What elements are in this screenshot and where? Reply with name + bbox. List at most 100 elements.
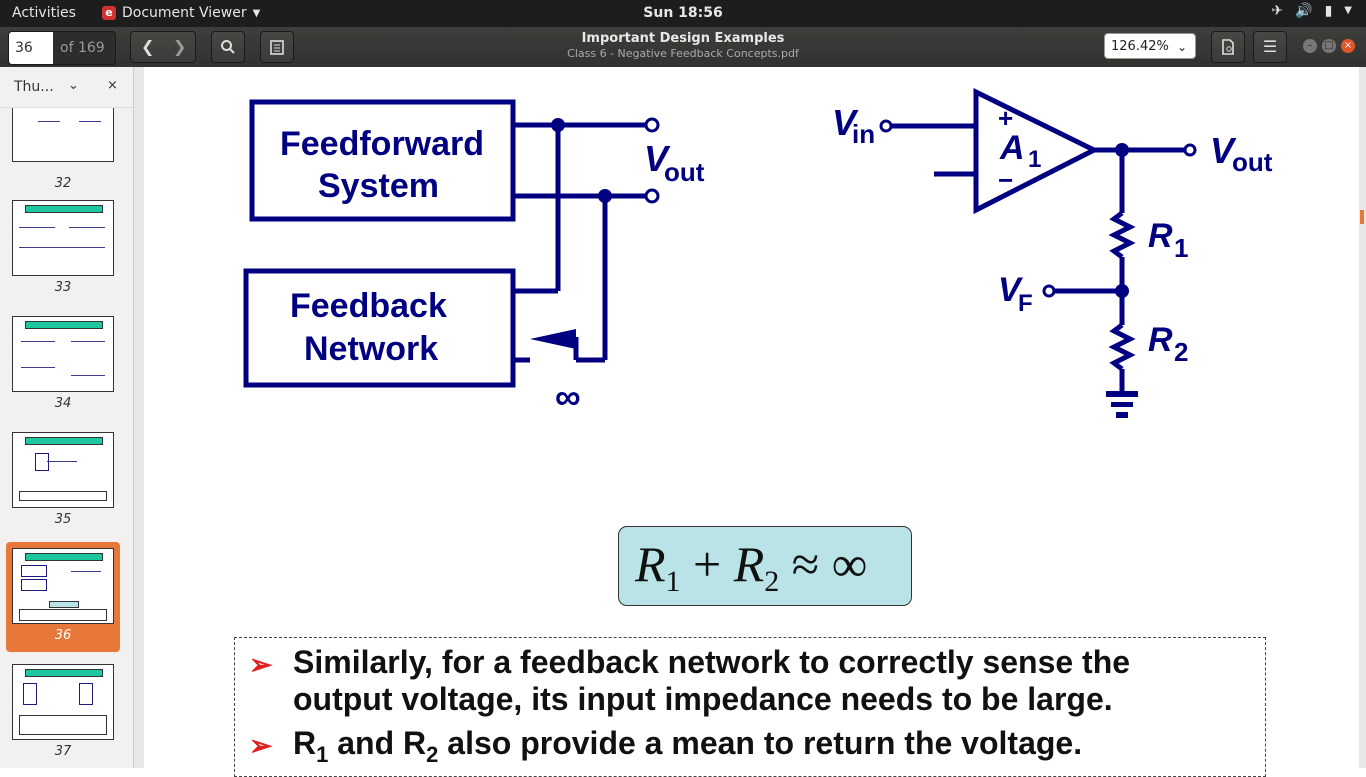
vout-sub-left: out	[664, 157, 705, 187]
bullet-arrow-icon: ➢	[249, 730, 273, 761]
page-thumbnail-selected[interactable]: 36	[6, 542, 120, 652]
formula-r1-sub: 1	[665, 565, 681, 598]
page-count: of 169	[60, 40, 105, 56]
amp-sub: 1	[1028, 146, 1041, 173]
document-title-area: Important Design Examples Class 6 - Nega…	[483, 31, 883, 60]
scrollbar-indicator[interactable]	[1360, 210, 1364, 224]
formula-approx: ≈ ∞	[791, 536, 868, 592]
resistor-r1	[1108, 211, 1136, 259]
bullet-2-rest: also provide a mean to return the voltag…	[447, 725, 1083, 761]
r1-sub: 1	[1174, 233, 1188, 263]
chevron-down-icon[interactable]: ⌄	[68, 78, 79, 93]
thumbnail-image	[12, 548, 114, 624]
system-menu-caret-icon[interactable]: ▼	[1344, 5, 1352, 16]
sidebar-header: Thu... ⌄ ×	[0, 67, 133, 108]
app-menu-label: Document Viewer	[122, 5, 247, 21]
bullet-2-r1: R	[293, 725, 317, 761]
sidebar-view-selector[interactable]: Thu...	[14, 79, 54, 95]
vin-sub: in	[852, 119, 875, 149]
thumbnail-page-number: 36	[54, 628, 72, 643]
junction-dot	[1115, 284, 1129, 298]
search-icon	[221, 40, 235, 54]
annotations-button[interactable]	[260, 31, 294, 63]
airplane-icon[interactable]: ✈	[1271, 3, 1284, 19]
battery-icon[interactable]: ▮	[1324, 3, 1333, 19]
junction-dot	[1115, 143, 1129, 157]
page-number-input[interactable]: 36	[9, 32, 53, 64]
zoom-value: 126.42%	[1111, 39, 1169, 54]
bullet-arrow-icon: ➢	[249, 649, 273, 680]
thumbnail-image	[12, 432, 114, 508]
amp-label: A	[999, 129, 1025, 167]
next-page-icon[interactable]: ❯	[173, 37, 187, 56]
page-selector[interactable]: 36 of 169	[8, 31, 116, 65]
formula-r2-sub: 2	[764, 565, 780, 598]
vout-sub-right: out	[1232, 147, 1273, 177]
minus-sign: −	[998, 165, 1013, 195]
minimize-window-icon[interactable]: –	[1303, 39, 1317, 53]
output-terminal-icon	[644, 117, 660, 133]
resistor-r2	[1108, 323, 1136, 371]
header-bar: 36 of 169 ❮ ❯ Important Design Examples …	[0, 27, 1366, 68]
volume-icon[interactable]: 🔊	[1295, 3, 1313, 19]
zoom-chevron-down-icon: ⌄	[1176, 40, 1187, 54]
vf-label: V	[998, 271, 1024, 309]
main-menu-button[interactable]: ☰	[1253, 31, 1287, 63]
page-thumbnail[interactable]: 33	[6, 194, 120, 304]
thumbnail-page-number: 32	[54, 176, 72, 191]
thumbnail-page-number: 37	[54, 744, 72, 759]
r1-label: R	[1148, 217, 1173, 255]
bullet-2-and: and R	[337, 725, 427, 761]
page-nav-group: ❮ ❯	[130, 31, 196, 63]
probe-arrow-icon	[530, 329, 576, 349]
vout-label-right: V	[1210, 130, 1237, 171]
fb-label-line2: Network	[304, 330, 438, 368]
vout-label-left: V	[644, 138, 671, 179]
close-sidebar-icon[interactable]: ×	[107, 78, 118, 93]
formula-box: R1 + R2 ≈ ∞	[618, 526, 912, 606]
bullet-text: Similarly, for a feedback network to cor…	[293, 644, 1253, 718]
app-menu-caret-icon: ▼	[252, 7, 261, 19]
vin-label: V	[832, 102, 859, 143]
zoom-select[interactable]: 126.42% ⌄	[1104, 33, 1196, 59]
plus-sign: +	[998, 103, 1013, 133]
document-viewer-icon: e	[102, 6, 116, 20]
formula-text: R1 + R2 ≈ ∞	[635, 535, 867, 599]
document-title: Important Design Examples	[581, 31, 785, 46]
output-terminal-icon	[1183, 143, 1197, 157]
ff-label-line1: Feedforward	[280, 125, 484, 163]
page-thumbnail[interactable]: 37	[6, 658, 120, 768]
resistor-divider-diagram	[886, 87, 1184, 393]
system-tray[interactable]: ✈ 🔊 ▮ ▼	[1271, 3, 1352, 19]
thumbnail-page-number: 34	[54, 396, 72, 411]
formula-r1: R	[635, 536, 666, 592]
document-filename: Class 6 - Negative Feedback Concepts.pdf	[567, 47, 799, 60]
maximize-window-icon[interactable]: □	[1322, 39, 1336, 53]
search-button[interactable]	[211, 31, 245, 63]
thumbnail-sidebar: Thu... ⌄ × 32 33 34	[0, 67, 134, 768]
page-thumbnail[interactable]: 34	[6, 310, 120, 420]
page-thumbnail[interactable]: 35	[6, 426, 120, 536]
page-view-icon	[1222, 39, 1234, 55]
document-view[interactable]: Feedforward System Feedback Network V ou…	[134, 67, 1366, 777]
activities-button[interactable]: Activities	[12, 5, 76, 21]
thumbnail-image	[12, 664, 114, 740]
bullet-1-line-2: output voltage, its input impedance need…	[293, 681, 1113, 717]
formula-plus: +	[693, 536, 722, 592]
input-terminal-icon	[879, 119, 893, 133]
close-window-icon[interactable]: ×	[1341, 39, 1355, 53]
ground-icon	[1106, 391, 1138, 418]
vf-sub: F	[1018, 290, 1033, 317]
bullet-2-sub2: 2	[426, 742, 439, 767]
pdf-page: Feedforward System Feedback Network V ou…	[144, 67, 1359, 777]
junction-dot	[598, 189, 612, 203]
opamp-symbol	[973, 87, 1100, 215]
bullet-box: ➢ Similarly, for a feedback network to c…	[234, 637, 1266, 777]
app-menu[interactable]: e Document Viewer ▼	[102, 5, 260, 21]
feedback-network-block	[243, 268, 516, 388]
circuit-diagrams: Feedforward System Feedback Network V ou…	[243, 87, 1273, 418]
page-view-button[interactable]	[1211, 31, 1245, 63]
junction-dot	[551, 118, 565, 132]
infinity-symbol: ∞	[555, 376, 581, 417]
previous-page-icon[interactable]: ❮	[141, 37, 155, 56]
